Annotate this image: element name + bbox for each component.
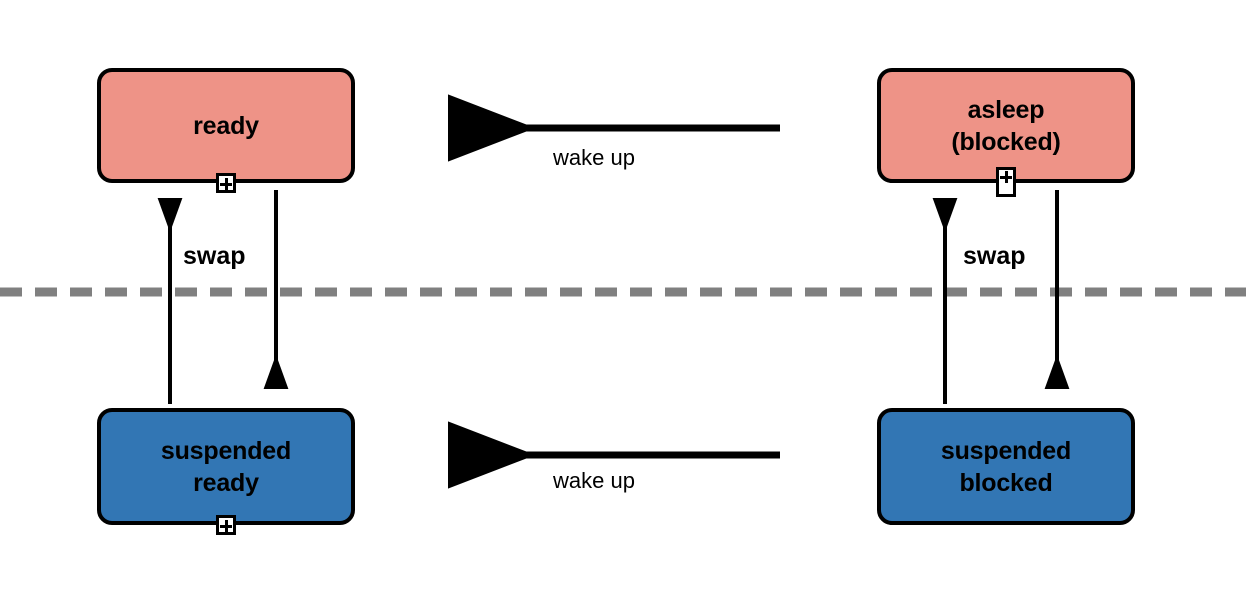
state-label-asleep-blocked: asleep (blocked) — [951, 95, 1061, 156]
plus-icon — [220, 177, 232, 190]
transition-label-swap-left: swap — [183, 242, 246, 270]
state-label-ready: ready — [193, 111, 259, 140]
state-node-suspended-ready[interactable]: suspended ready — [97, 408, 355, 525]
state-label-suspended-ready: suspended ready — [160, 436, 292, 497]
state-node-ready[interactable]: ready — [97, 68, 355, 183]
transition-label-wake-up-top: wake up — [553, 145, 635, 170]
state-node-asleep-blocked[interactable]: asleep (blocked) — [877, 68, 1135, 183]
state-node-suspended-blocked[interactable]: suspended blocked — [877, 408, 1135, 525]
transition-label-swap-right: swap — [963, 242, 1026, 270]
expand-plus-icon-ready[interactable] — [216, 173, 236, 193]
state-label-suspended-blocked: suspended blocked — [940, 436, 1072, 497]
plus-icon — [220, 519, 232, 532]
expand-plus-icon-asleep-blocked[interactable] — [996, 167, 1016, 197]
transition-label-wake-up-bottom: wake up — [553, 468, 635, 493]
plus-icon — [1000, 171, 1012, 183]
expand-plus-icon-suspended-ready[interactable] — [216, 515, 236, 535]
